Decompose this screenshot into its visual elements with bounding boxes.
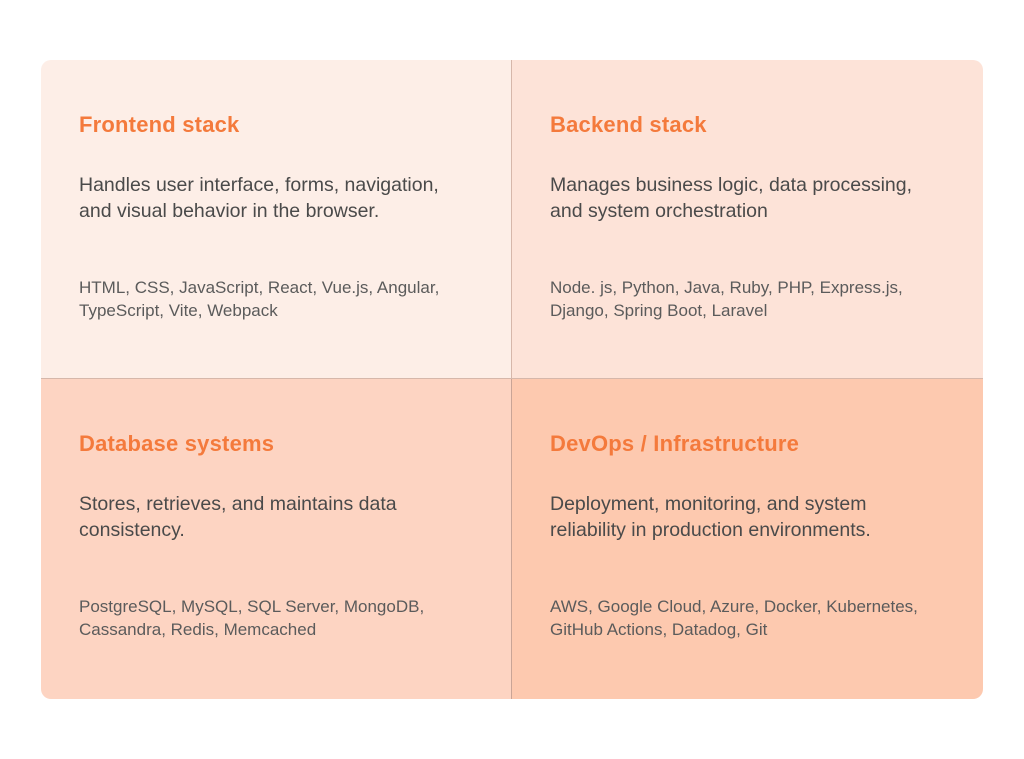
quadrant-technologies: Node. js, Python, Java, Ruby, PHP, Expre… — [550, 278, 903, 320]
quadrant-description: Stores, retrieves, and maintains data co… — [79, 493, 397, 541]
quadrant-title: Backend stack — [550, 112, 707, 137]
quadrant-technologies: HTML, CSS, JavaScript, React, Vue.js, An… — [79, 278, 440, 320]
quadrant-description: Deployment, monitoring, and system relia… — [550, 493, 871, 541]
quadrant-devops: DevOps / Infrastructure Deployment, moni… — [512, 379, 983, 699]
quadrant-frontend: Frontend stack Handles user interface, f… — [41, 60, 512, 379]
quadrant-description: Manages business logic, data processing,… — [550, 174, 913, 222]
quadrant-title: Database systems — [79, 431, 275, 456]
quadrant-technologies: AWS, Google Cloud, Azure, Docker, Kubern… — [550, 597, 918, 639]
quadrant-backend: Backend stack Manages business logic, da… — [512, 60, 983, 379]
quadrant-description: Handles user interface, forms, navigatio… — [79, 174, 439, 222]
tech-stack-grid: Frontend stack Handles user interface, f… — [41, 60, 983, 699]
quadrant-title: DevOps / Infrastructure — [550, 431, 800, 456]
quadrant-title: Frontend stack — [79, 112, 240, 137]
quadrant-database: Database systems Stores, retrieves, and … — [41, 379, 512, 699]
quadrant-technologies: PostgreSQL, MySQL, SQL Server, MongoDB, … — [79, 597, 425, 639]
